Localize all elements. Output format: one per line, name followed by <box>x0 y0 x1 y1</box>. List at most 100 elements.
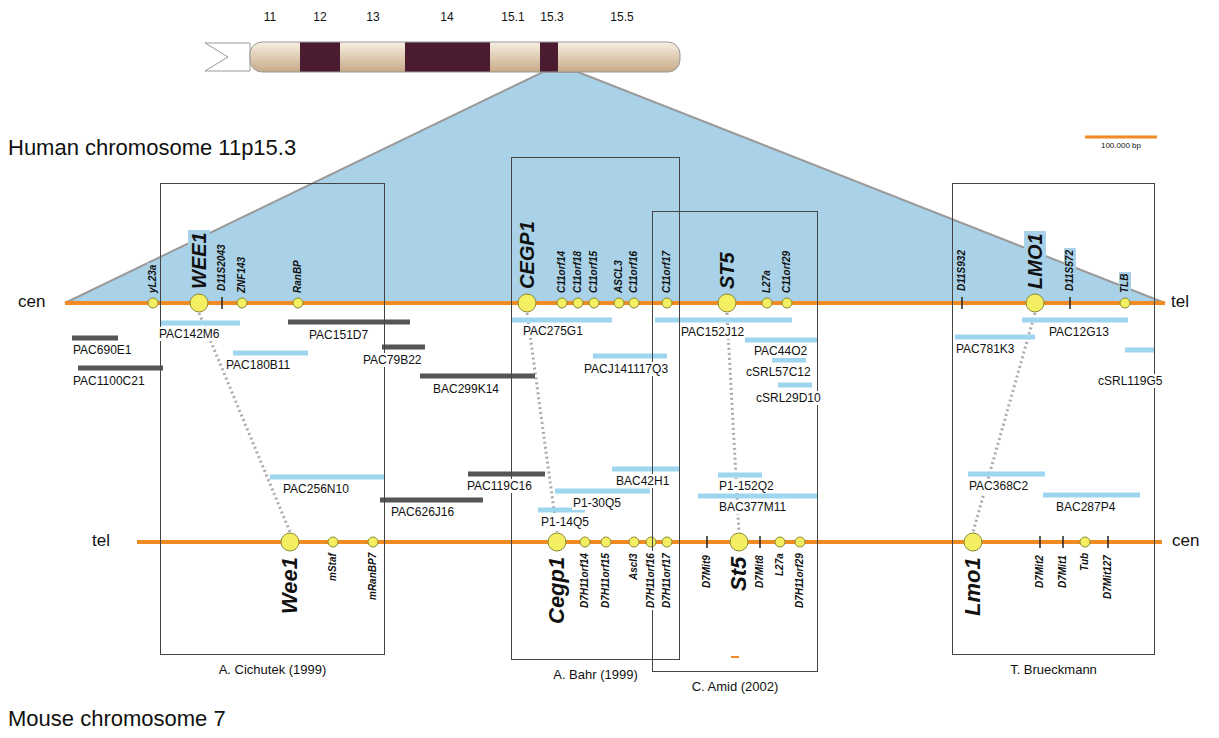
human-gene-label: D11S572 <box>1064 248 1076 293</box>
gene-dot-large <box>1026 294 1044 312</box>
clone-label: PAC44O2 <box>753 344 808 358</box>
chromosome-ideogram <box>250 42 680 72</box>
clone-bar <box>745 338 818 343</box>
human-gene-label: yL23a <box>147 263 159 295</box>
clone-bar <box>968 472 1045 477</box>
gene-dot <box>589 298 599 308</box>
light-band <box>340 42 405 72</box>
mouse-gene-label: Tub <box>1079 551 1091 573</box>
gene-dot <box>1080 537 1090 547</box>
clone-bar <box>468 472 545 477</box>
gene-dot-large <box>964 533 982 551</box>
mouse-gene-label: D7Mit1 <box>1057 553 1069 590</box>
clone-bar <box>698 494 818 499</box>
light-band <box>250 42 300 72</box>
clone-label: BAC287P4 <box>1055 500 1116 514</box>
gene-dot <box>662 537 672 547</box>
mouse-gene-label: D7Mit127 <box>1102 553 1114 601</box>
marker-tick <box>1039 536 1041 548</box>
centromere <box>205 43 250 71</box>
mouse-gene-label: St5 <box>727 555 751 593</box>
clone-bar <box>72 336 118 341</box>
mouse-gene-label: D7Mit2 <box>1034 553 1046 590</box>
gene-dot <box>775 537 785 547</box>
mouse-gene-label: mRanBP7 <box>367 551 379 602</box>
human-gene-label: D11S2043 <box>216 242 228 293</box>
text-label: 13 <box>366 10 379 24</box>
mouse-gene-label: D7H11orf14 <box>579 551 591 610</box>
clone-label: cSRL57C12 <box>745 365 812 379</box>
frame-caption: C. Amid (2002) <box>623 679 847 695</box>
text-label: 15.5 <box>610 10 633 24</box>
clone-bar <box>1043 493 1140 498</box>
human-gene-label: D11S932 <box>956 248 968 293</box>
clone-bar <box>512 318 612 323</box>
text-label: 100.000 bp <box>1101 141 1141 151</box>
clone-bar <box>288 320 410 325</box>
clone-bar <box>1125 348 1155 353</box>
ortholog-line <box>199 313 290 532</box>
gene-dot <box>782 298 792 308</box>
human-gene-label: TLB <box>1119 272 1131 295</box>
human-gene-label: WEE1 <box>188 230 210 291</box>
text-label: 14 <box>440 10 453 24</box>
dark-band <box>540 42 558 72</box>
mouse-gene-label: L27a <box>774 551 786 578</box>
human-gene-label: RanBP <box>292 258 304 295</box>
clone-label: BAC377M11 <box>718 500 787 514</box>
marker-tick <box>759 536 761 548</box>
clone-bar <box>382 345 425 350</box>
clone-bar <box>772 358 806 363</box>
frame-caption: A. Bahr (1999) <box>482 667 709 683</box>
light-band <box>490 42 540 72</box>
text-label: 12 <box>313 10 326 24</box>
marker-tick <box>1062 536 1064 548</box>
clone-bar <box>955 335 1035 340</box>
human-gene-label: C11orf18 <box>572 249 584 295</box>
clone-label: PAC256N10 <box>282 482 350 496</box>
clone-label: PAC275G1 <box>522 324 584 338</box>
human-gene-label: ASCL3 <box>613 258 625 295</box>
clone-label: PAC781K3 <box>955 342 1015 356</box>
marker-tick <box>706 536 708 548</box>
mouse-gene-label: Wee1 <box>278 555 302 616</box>
gene-dot-large <box>281 533 299 551</box>
ortholog-line <box>527 313 557 532</box>
gene-dot <box>328 537 338 547</box>
human-gene-label: L27a <box>761 268 773 295</box>
gene-dot <box>557 298 567 308</box>
gene-dot <box>580 537 590 547</box>
gene-dot <box>629 537 639 547</box>
human-gene-label: C11orf14 <box>556 249 568 295</box>
gene-dot-large <box>190 294 208 312</box>
mouse-gene-label: D7H11orf15 <box>600 551 612 610</box>
clone-label: PAC368C2 <box>968 479 1029 493</box>
text-label: cen <box>18 292 45 312</box>
gene-dot <box>237 298 247 308</box>
text-label: tel <box>1171 292 1189 312</box>
clone-label: PAC1100C21 <box>72 374 146 388</box>
marker-tick <box>221 297 223 309</box>
marker-tick <box>961 297 963 309</box>
orange-dash <box>731 656 739 658</box>
light-band <box>580 42 680 72</box>
text-label: 15.1 <box>501 10 524 24</box>
clone-bar <box>233 351 308 356</box>
mouse-gene-label: D7H11orf29 <box>794 551 806 610</box>
gene-dot-large <box>730 533 748 551</box>
clone-label: PAC79B22 <box>362 353 422 367</box>
mouse-gene-label: Ascl3 <box>628 551 640 582</box>
clone-label: PAC180B11 <box>225 358 291 372</box>
chromosome-outline <box>250 42 680 72</box>
clone-label: P1-14Q5 <box>540 515 590 529</box>
clone-bar <box>555 489 650 494</box>
clone-bar <box>270 475 385 480</box>
clone-label: PAC152J12 <box>680 325 745 339</box>
clone-bar <box>718 473 762 478</box>
human-gene-label: ZNF143 <box>236 255 248 295</box>
clone-bar <box>380 498 483 503</box>
clone-label: cSRL119G5 <box>1097 374 1163 388</box>
gene-dot <box>795 537 805 547</box>
dark-band <box>405 42 490 72</box>
